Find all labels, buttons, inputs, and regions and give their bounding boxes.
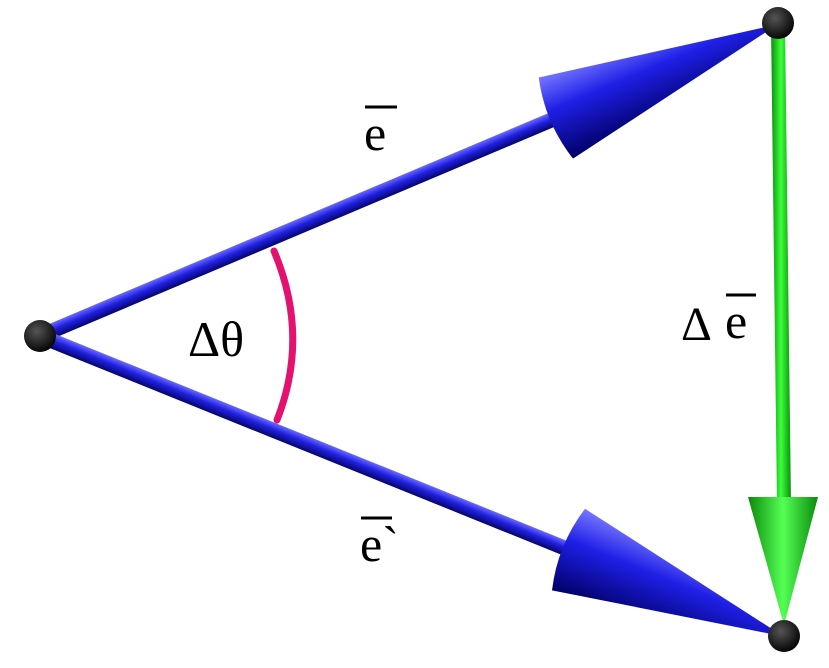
- label-delta-e-group: Δ e: [681, 293, 756, 351]
- vector-e: [37, 24, 778, 343]
- label-delta-e-symbol: Δ: [681, 298, 712, 351]
- vector-e-prime-arrowhead: [552, 508, 784, 637]
- label-delta-theta: Δθ: [188, 311, 244, 367]
- top-right-point: [762, 7, 794, 39]
- label-delta-e-letter: e: [725, 293, 747, 349]
- label-e-prime-group: e`: [360, 516, 399, 572]
- vector-e-arrowhead: [538, 24, 778, 159]
- vector-e-prime: [37, 329, 784, 637]
- label-e-group: e: [364, 105, 397, 161]
- bottom-right-point: [768, 620, 800, 652]
- label-e: e: [364, 105, 386, 161]
- angle-arc: [270, 247, 297, 424]
- vector-delta-e-arrowhead: [748, 497, 818, 625]
- origin-point: [24, 320, 56, 352]
- vector-delta-e-shaft: [771, 24, 791, 505]
- label-e-prime: e`: [360, 516, 399, 572]
- vector-e-shaft: [37, 103, 578, 343]
- vector-delta-e: [748, 24, 818, 625]
- vector-e-prime-shaft: [37, 329, 590, 564]
